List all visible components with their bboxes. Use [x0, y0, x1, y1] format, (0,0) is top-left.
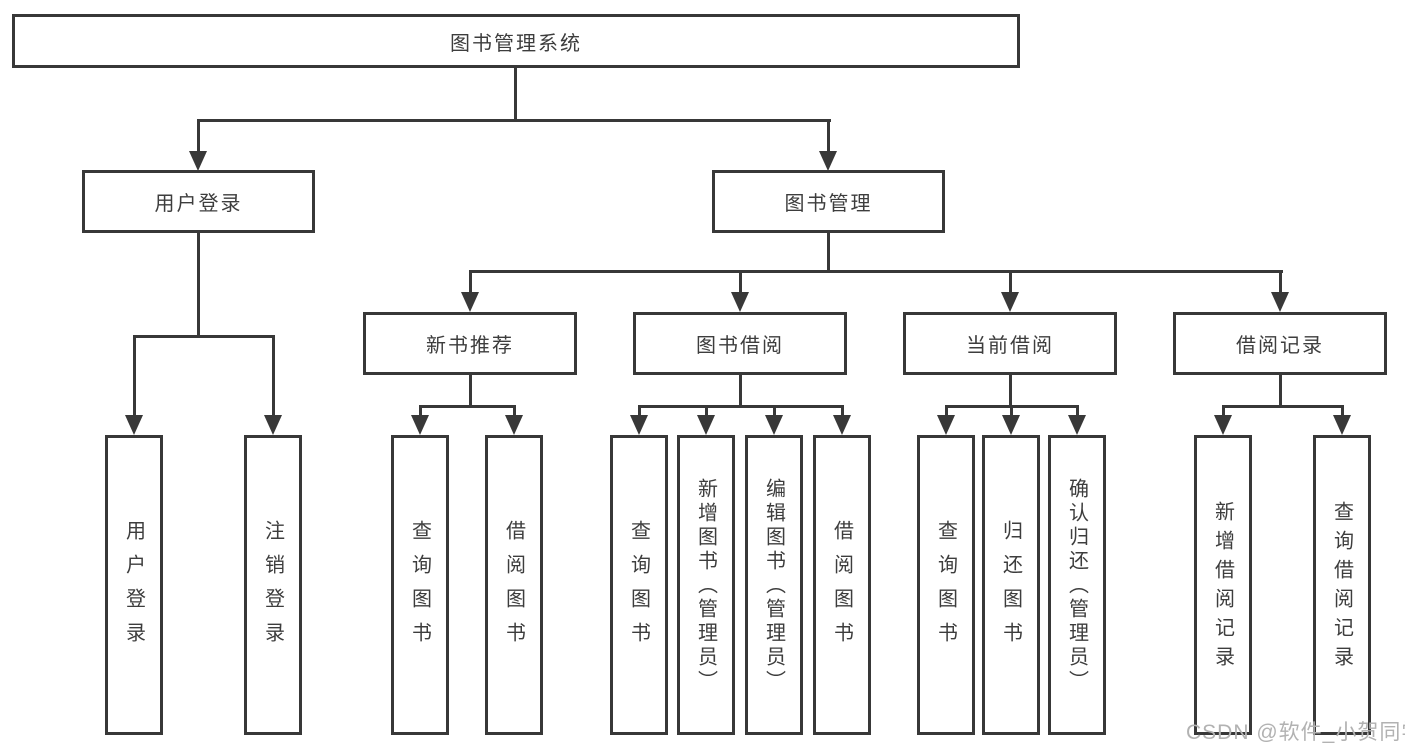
arrow-down-icon: [125, 415, 143, 435]
arrow-down-icon: [765, 415, 783, 435]
arrow-down-icon: [1001, 292, 1019, 312]
node-leaf-borrow-books-2: 借阅图书: [813, 435, 871, 735]
connector-drop: [705, 408, 708, 417]
connector-drop: [841, 408, 844, 417]
connector-newbook-rail: [419, 405, 516, 408]
arrow-down-icon: [731, 292, 749, 312]
arrow-down-icon: [505, 415, 523, 435]
connector-drop-user-login: [197, 122, 200, 152]
connector-drop: [1010, 408, 1013, 417]
arrow-down-icon: [1333, 415, 1351, 435]
node-leaf-add-borrow-record: 新增借阅记录: [1194, 435, 1252, 735]
arrow-down-icon: [411, 415, 429, 435]
connector-records-stem: [1279, 375, 1282, 405]
connector-borrow-stem: [739, 375, 742, 405]
node-leaf-query-books-1: 查询图书: [391, 435, 449, 735]
node-library-system: 图书管理系统: [12, 14, 1020, 68]
connector-records-rail: [1222, 405, 1344, 408]
node-leaf-edit-books-admin: 编辑图书（管理员）: [745, 435, 803, 735]
connector-drop-borrow: [739, 273, 742, 293]
connector-drop: [945, 408, 948, 417]
node-leaf-query-borrow-record: 查询借阅记录: [1313, 435, 1371, 735]
connector-drop: [638, 408, 641, 417]
arrow-down-icon: [1271, 292, 1289, 312]
connector-drop-logout: [272, 338, 275, 417]
node-leaf-return-books: 归还图书: [982, 435, 1040, 735]
connector-bookmgmt-rail: [469, 270, 1283, 273]
connector-userlogin-stem: [197, 233, 200, 335]
arrow-down-icon: [189, 151, 207, 171]
connector-drop: [1341, 408, 1344, 417]
node-leaf-user-login: 用户登录: [105, 435, 163, 735]
arrow-down-icon: [630, 415, 648, 435]
node-new-book-recommend: 新书推荐: [363, 312, 577, 375]
node-leaf-query-books-2: 查询图书: [610, 435, 668, 735]
arrow-down-icon: [1002, 415, 1020, 435]
connector-drop: [773, 408, 776, 417]
arrow-down-icon: [937, 415, 955, 435]
connector-borrow-rail: [638, 405, 844, 408]
arrow-down-icon: [461, 292, 479, 312]
node-leaf-query-books-3: 查询图书: [917, 435, 975, 735]
node-current-borrow: 当前借阅: [903, 312, 1117, 375]
arrow-down-icon: [833, 415, 851, 435]
connector-drop-login: [133, 338, 136, 417]
connector-drop: [1222, 408, 1225, 417]
connector-drop: [419, 408, 422, 417]
arrow-down-icon: [1068, 415, 1086, 435]
node-leaf-confirm-return-admin: 确认归还（管理员）: [1048, 435, 1106, 735]
arrow-down-icon: [697, 415, 715, 435]
connector-drop-book-mgmt: [827, 122, 830, 152]
connector-drop: [513, 408, 516, 417]
node-book-management: 图书管理: [712, 170, 945, 233]
connector-newbook-stem: [469, 375, 472, 405]
connector-bookmgmt-stem: [827, 233, 830, 270]
node-leaf-logout: 注销登录: [244, 435, 302, 735]
arrow-down-icon: [264, 415, 282, 435]
connector-drop-current: [1009, 273, 1012, 293]
connector-root-rail: [197, 119, 831, 122]
connector-drop-newbook: [469, 273, 472, 293]
node-leaf-add-books-admin: 新增图书（管理员）: [677, 435, 735, 735]
node-leaf-borrow-books-1: 借阅图书: [485, 435, 543, 735]
connector-root-stem: [514, 68, 517, 120]
arrow-down-icon: [819, 151, 837, 171]
connector-drop-records: [1279, 273, 1282, 293]
watermark: CSDN @软件_小贺同学: [1186, 721, 1405, 744]
node-user-login: 用户登录: [82, 170, 315, 233]
connector-current-rail: [945, 405, 1079, 408]
arrow-down-icon: [1214, 415, 1232, 435]
connector-userlogin-rail: [133, 335, 275, 338]
node-borrow-records: 借阅记录: [1173, 312, 1387, 375]
node-book-borrow: 图书借阅: [633, 312, 847, 375]
connector-current-stem: [1009, 375, 1012, 405]
connector-drop: [1076, 408, 1079, 417]
